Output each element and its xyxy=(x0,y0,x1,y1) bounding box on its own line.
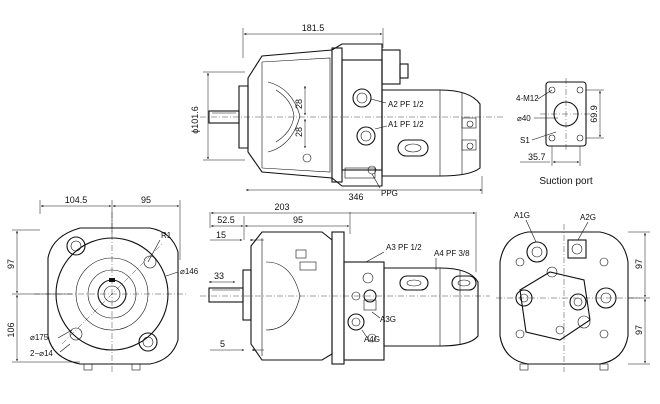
label-port-a2g: A2G xyxy=(580,213,596,222)
dim-15: 15 xyxy=(216,230,226,240)
label-bolts: 4-M12 xyxy=(516,94,539,103)
front-view: 104.5 95 97 106 R1 ⌀146 ⌀175 2−⌀14 xyxy=(6,195,199,374)
label-s1: S1 xyxy=(520,136,530,145)
label-mount-holes: 2−⌀14 xyxy=(30,349,53,358)
label-port-ppg: PPG xyxy=(381,189,398,198)
dim-97-rear-top: 97 xyxy=(634,259,644,269)
suction-port-view: 4-M12 ⌀40 S1 69.9 35.7 Suction port xyxy=(516,78,604,187)
dim-97-rear-bottom: 97 xyxy=(634,325,644,335)
dim-97-front: 97 xyxy=(6,259,16,269)
dim-52-5: 52.5 xyxy=(217,215,235,225)
label-port-a4: A4 PF 3/8 xyxy=(434,249,470,258)
dim-95-front: 95 xyxy=(141,195,151,205)
label-port-a3: A3 PF 1/2 xyxy=(386,243,422,252)
label-dia-146: ⌀146 xyxy=(180,267,199,276)
label-dia-175: ⌀175 xyxy=(30,333,49,342)
dim-106-front: 106 xyxy=(6,322,16,337)
dim-33: 33 xyxy=(214,271,224,281)
label-bore: ⌀40 xyxy=(517,114,531,123)
label-port-a2: A2 PF 1/2 xyxy=(388,100,424,109)
dim-35-7: 35.7 xyxy=(528,152,546,162)
side-view: 203 52.5 95 15 33 5 xyxy=(200,202,490,365)
label-port-a3g: A3G xyxy=(380,315,396,324)
label-port-a1g: A1G xyxy=(514,211,530,220)
label-port-a1: A1 PF 1/2 xyxy=(388,120,424,129)
dim-95-side: 95 xyxy=(293,215,303,225)
dim-203: 203 xyxy=(274,202,289,212)
dim-diameter-101-6: ϕ101.6 xyxy=(190,106,200,134)
label-r1: R1 xyxy=(161,231,172,240)
dim-181-5: 181.5 xyxy=(302,23,325,33)
dim-5: 5 xyxy=(220,339,225,349)
dim-28-upper: 28 xyxy=(294,99,304,109)
dim-28-lower: 28 xyxy=(294,127,304,137)
dim-69-9: 69.9 xyxy=(589,105,599,123)
top-view: 181.5 ϕ101.6 28 28 xyxy=(190,23,505,202)
rear-view: A1G A2G 97 97 xyxy=(496,211,650,372)
dim-104-5: 104.5 xyxy=(65,195,88,205)
label-port-a4g: A4G xyxy=(364,335,380,344)
dim-346: 346 xyxy=(348,192,363,202)
caption-suction-port: Suction port xyxy=(539,176,593,187)
